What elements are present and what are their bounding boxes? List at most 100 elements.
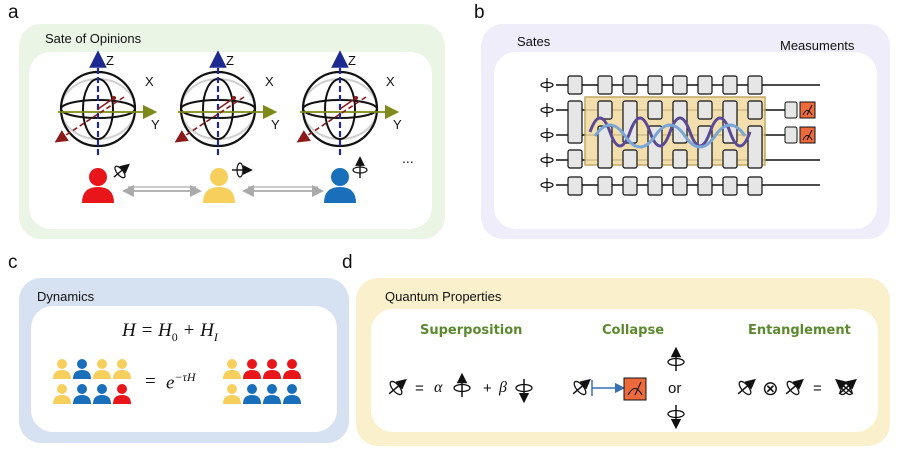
axis-z-label-3: Z [348,53,356,68]
panel-c-title: Dynamics [37,289,95,304]
panel-label-c: c [8,252,18,273]
spin-up-icon [667,346,685,371]
axis-x-label-1: X [145,74,154,89]
gate-block [747,75,763,95]
gate-block [722,149,738,169]
tensor-product-symbol: ⊗ [762,378,779,400]
person-yellow-icon [203,168,235,203]
person-icon [53,359,71,379]
axis-z-label-2: Z [226,53,234,68]
gate-block [622,149,638,169]
axis-z-label-1: Z [106,53,114,68]
panel-d-title: Quantum Properties [385,289,502,304]
hamiltonian-equation: H = H0 + HI [122,320,218,344]
person-icon [53,384,71,404]
person-icon [223,359,241,379]
input-spin-icon [540,128,554,142]
input-spin-icon [540,78,554,92]
person-icon [93,384,111,404]
axis-y-label-3: Y [393,117,402,132]
bloch-sphere-2 [174,50,278,155]
spin-diagonal-icon [113,163,130,179]
gate-block [697,75,713,95]
entangled-pair-icon [835,378,857,396]
spin-up-icon [453,372,471,397]
person-icon [283,359,301,379]
gate-block [722,176,738,196]
beta-symbol: β [499,379,507,396]
gate-block [722,100,738,144]
wave-purple [588,116,752,148]
gate-block [672,149,688,169]
collapse-or: or [668,380,682,397]
panel-label-b: b [474,2,485,23]
gate-block [597,176,613,196]
spin-down-icon [515,379,533,404]
panel-label-a: a [8,2,19,23]
axis-y-label-2: Y [271,117,280,132]
superposition-header: Superposition [420,323,523,338]
alpha-symbol: α [434,379,443,396]
interaction-arrow-2 [242,185,324,197]
person-icon [263,359,281,379]
axis-x-label-2: X [265,74,274,89]
person-icon [223,384,241,404]
bloch-sphere-3 [296,50,400,155]
gate-block [567,75,583,95]
spin-up-icon [352,156,368,178]
gate-block [747,176,763,196]
panel-a-title: Sate of Opinions [45,31,142,46]
gate-block [567,176,583,196]
spin-diagonal-icon [737,378,756,396]
measurement-icon [623,377,647,401]
gate-block [622,176,638,196]
spin-down-icon [667,405,685,430]
entanglement-equals: = [813,380,822,397]
spin-diagonal-icon [388,378,407,396]
gate-block [647,176,663,196]
ellipsis: ... [402,150,414,166]
person-red-icon [82,168,114,203]
interaction-arrow-1 [122,185,202,197]
input-spin-icon [540,153,554,167]
spin-diagonal-icon [785,378,804,396]
evolution-equals: = [145,371,156,392]
person-icon [73,384,91,404]
person-icon [263,384,281,404]
gate-block [722,75,738,95]
gate-block [597,75,613,95]
wave-blue [593,123,747,149]
person-icon [113,384,131,404]
panel-d-inner [371,309,878,432]
superposition-plus: + [483,380,492,397]
gate-block [672,75,688,95]
person-icon [283,384,301,404]
gate-block [622,75,638,95]
axis-x-label-3: X [386,74,395,89]
person-blue-icon [324,168,356,203]
gate-block [672,176,688,196]
measurement-icon-2 [784,126,816,144]
person-icon [243,384,261,404]
collapse-header: Collapse [602,323,665,338]
person-icon [93,359,111,379]
panel-b-title-measurements: Measuments [780,38,855,53]
entanglement-header: Entanglement [748,323,851,338]
person-icon [113,359,131,379]
measurement-icon-1 [784,101,816,119]
spin-right-icon [232,162,253,178]
gate-block [567,100,583,144]
gate-block [747,100,763,120]
gate-block [697,100,713,120]
person-icon [73,359,91,379]
gate-block [697,176,713,196]
axis-y-label-1: Y [151,117,160,132]
spin-diagonal-icon [572,378,591,396]
panel-label-d: d [342,252,353,273]
superposition-equals: = [415,380,424,397]
gate-block [567,149,583,169]
